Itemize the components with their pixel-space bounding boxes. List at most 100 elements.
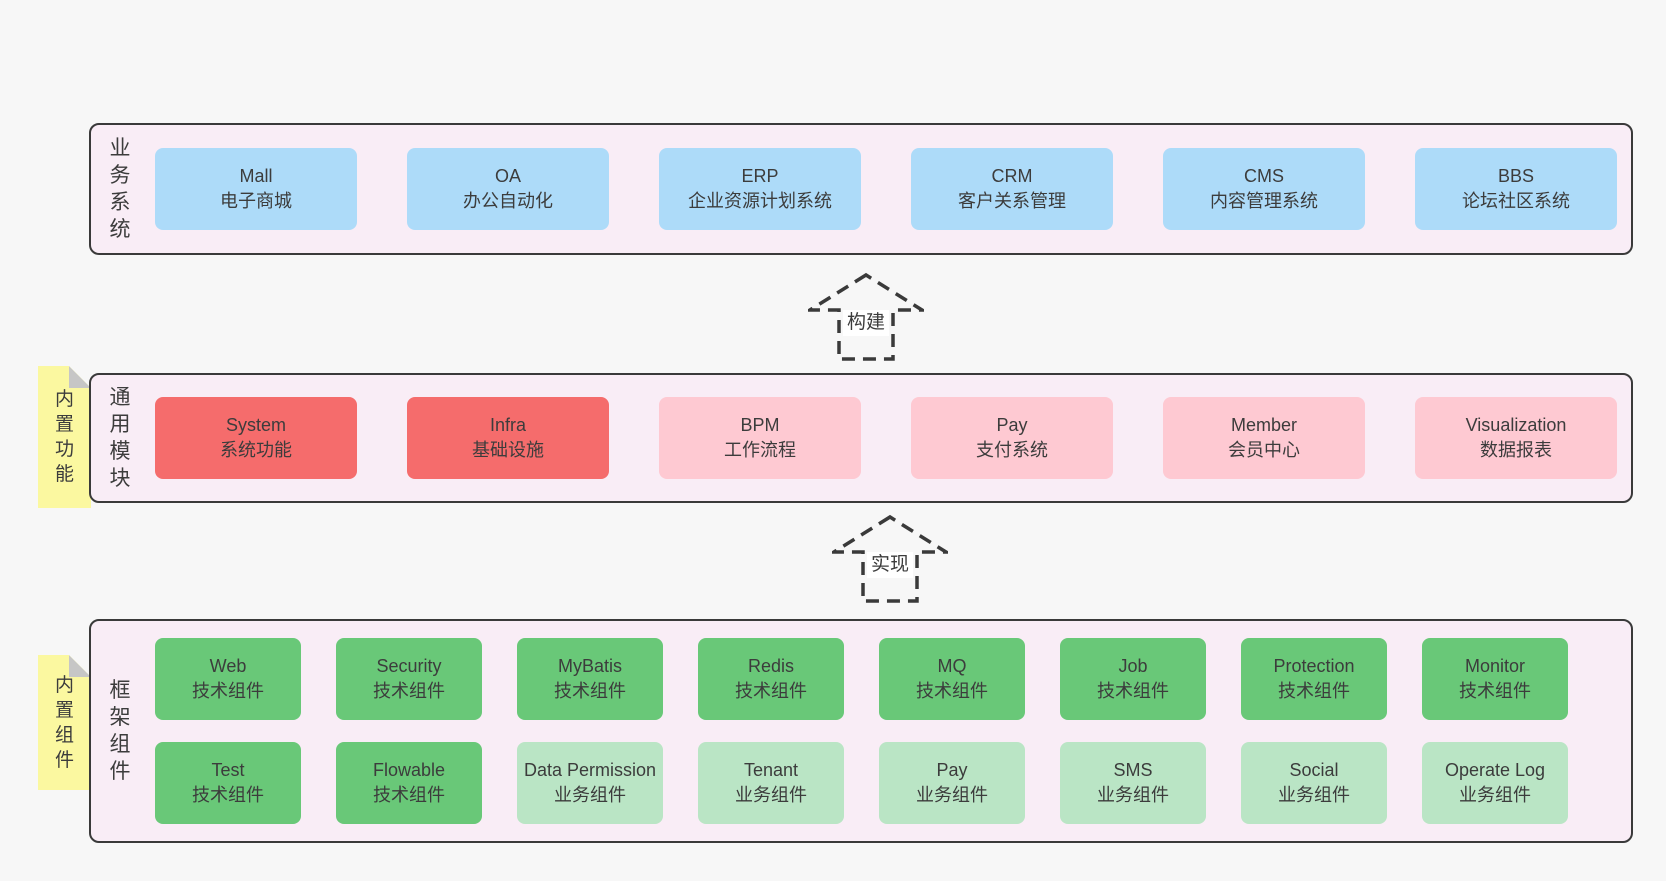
box-subtitle: 内容管理系统	[1210, 191, 1318, 211]
box-title: CMS	[1244, 166, 1284, 186]
box-infra: Infra 基础设施	[407, 397, 609, 479]
box-redis: Redis 技术组件	[698, 638, 844, 720]
box-title: Monitor	[1464, 656, 1526, 676]
box-web: Web 技术组件	[155, 638, 301, 720]
arrow-build-label: 构建	[842, 310, 890, 336]
box-title: OA	[494, 166, 521, 186]
sticky-fold-corner	[69, 366, 91, 388]
sticky-label: 内置组件	[54, 674, 74, 771]
box-subtitle: 工作流程	[724, 440, 796, 460]
box-title: ERP	[741, 166, 779, 186]
box-pay-component: Pay 业务组件	[879, 742, 1025, 824]
box-monitor: Monitor 技术组件	[1422, 638, 1568, 720]
box-visualization: Visualization 数据报表	[1415, 397, 1617, 479]
box-member: Member 会员中心	[1163, 397, 1365, 479]
box-title: MyBatis	[557, 656, 622, 676]
box-subtitle: 系统功能	[220, 440, 292, 460]
box-subtitle: 技术组件	[1459, 681, 1531, 701]
box-job: Job 技术组件	[1060, 638, 1206, 720]
box-subtitle: 技术组件	[1278, 681, 1350, 701]
box-title: Pay	[996, 415, 1028, 435]
box-crm: CRM 客户关系管理	[911, 148, 1113, 230]
box-title: Data Permission	[523, 760, 657, 780]
arrow-implement-label: 实现	[866, 552, 914, 578]
box-subtitle: 业务组件	[916, 785, 988, 805]
box-oa: OA 办公自动化	[407, 148, 609, 230]
box-mq: MQ 技术组件	[879, 638, 1025, 720]
box-subtitle: 业务组件	[735, 785, 807, 805]
box-subtitle: 技术组件	[916, 681, 988, 701]
box-title: Flowable	[372, 760, 446, 780]
box-subtitle: 技术组件	[373, 681, 445, 701]
business-box-row: Mall 电子商城 OA 办公自动化 ERP 企业资源计划系统 CRM 客户关系…	[155, 148, 1617, 230]
box-title: Redis	[747, 656, 795, 676]
section-label-business-systems: 业务系统	[109, 137, 131, 241]
box-subtitle: 客户关系管理	[958, 191, 1066, 211]
box-title: Job	[1118, 656, 1148, 676]
arrow-implement: 实现	[832, 514, 948, 604]
box-mybatis: MyBatis 技术组件	[517, 638, 663, 720]
section-framework-components: 框架组件 Web 技术组件 Security 技术组件 MyBatis 技术组件…	[89, 619, 1633, 843]
arrow-build: 构建	[808, 272, 924, 362]
box-title: Test	[211, 760, 245, 780]
box-subtitle: 业务组件	[1278, 785, 1350, 805]
box-title: Operate Log	[1444, 760, 1546, 780]
box-operate-log: Operate Log 业务组件	[1422, 742, 1568, 824]
box-title: Member	[1230, 415, 1297, 435]
box-subtitle: 办公自动化	[463, 191, 553, 211]
box-bbs: BBS 论坛社区系统	[1415, 148, 1617, 230]
box-mall: Mall 电子商城	[155, 148, 357, 230]
box-test: Test 技术组件	[155, 742, 301, 824]
section-business-systems: 业务系统 Mall 电子商城 OA 办公自动化 ERP 企业资源计划系统 CRM…	[89, 123, 1633, 255]
box-subtitle: 业务组件	[554, 785, 626, 805]
box-subtitle: 技术组件	[192, 785, 264, 805]
box-title: Mall	[239, 166, 273, 186]
sticky-built-in-components: 内置组件	[38, 655, 91, 790]
box-bpm: BPM 工作流程	[659, 397, 861, 479]
modules-box-row: System 系统功能 Infra 基础设施 BPM 工作流程 Pay 支付系统…	[155, 397, 1617, 479]
box-title: Security	[376, 656, 442, 676]
dashed-up-arrow-icon	[832, 514, 948, 603]
box-title: Social	[1289, 760, 1339, 780]
section-label-common-modules: 通用模块	[109, 386, 131, 490]
box-subtitle: 技术组件	[192, 681, 264, 701]
box-system: System 系统功能	[155, 397, 357, 479]
box-data-permission: Data Permission 业务组件	[517, 742, 663, 824]
box-subtitle: 业务组件	[1097, 785, 1169, 805]
sticky-label: 内置功能	[54, 389, 74, 485]
box-subtitle: 技术组件	[1097, 681, 1169, 701]
box-subtitle: 技术组件	[735, 681, 807, 701]
sticky-built-in-features: 内置功能	[38, 366, 91, 508]
box-title: Pay	[936, 760, 968, 780]
box-title: MQ	[937, 656, 967, 676]
section-label-framework-components: 框架组件	[109, 679, 131, 783]
box-subtitle: 电子商城	[220, 191, 292, 211]
box-security: Security 技术组件	[336, 638, 482, 720]
box-subtitle: 企业资源计划系统	[688, 191, 832, 211]
box-title: BPM	[740, 415, 780, 435]
box-subtitle: 论坛社区系统	[1462, 191, 1570, 211]
box-subtitle: 技术组件	[554, 681, 626, 701]
box-title: Web	[209, 656, 247, 676]
box-subtitle: 技术组件	[373, 785, 445, 805]
box-cms: CMS 内容管理系统	[1163, 148, 1365, 230]
box-pay-system: Pay 支付系统	[911, 397, 1113, 479]
box-erp: ERP 企业资源计划系统	[659, 148, 861, 230]
box-subtitle: 基础设施	[472, 440, 544, 460]
box-subtitle: 会员中心	[1228, 440, 1300, 460]
box-title: Visualization	[1465, 415, 1567, 435]
box-subtitle: 业务组件	[1459, 785, 1531, 805]
box-title: System	[225, 415, 286, 435]
box-title: BBS	[1497, 166, 1535, 186]
box-social: Social 业务组件	[1241, 742, 1387, 824]
box-title: Protection	[1273, 656, 1355, 676]
box-protection: Protection 技术组件	[1241, 638, 1387, 720]
box-title: Tenant	[743, 760, 799, 780]
box-title: Infra	[489, 415, 527, 435]
dashed-up-arrow-icon	[808, 272, 924, 361]
box-flowable: Flowable 技术组件	[336, 742, 482, 824]
box-tenant: Tenant 业务组件	[698, 742, 844, 824]
box-title: SMS	[1113, 760, 1153, 780]
framework-box-grid: Web 技术组件 Security 技术组件 MyBatis 技术组件 Redi…	[155, 638, 1568, 824]
box-title: CRM	[991, 166, 1033, 186]
